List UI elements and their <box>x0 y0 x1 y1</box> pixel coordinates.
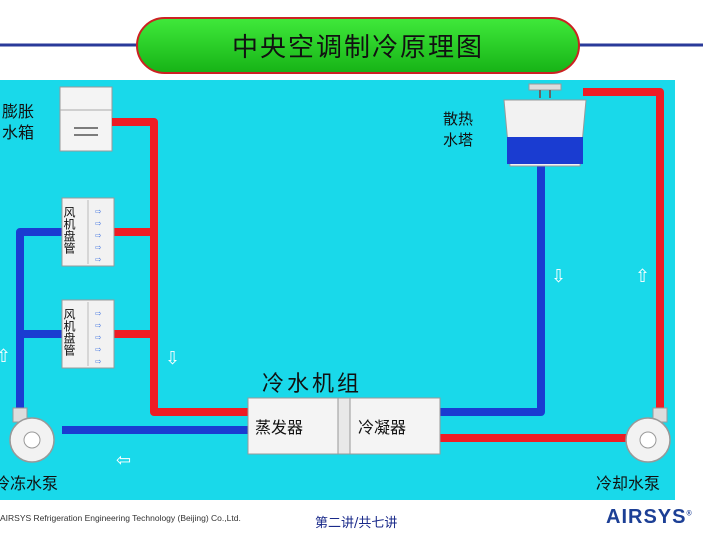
svg-text:⇨: ⇨ <box>95 219 102 228</box>
expansion-tank-label-2: 水箱 <box>2 123 34 142</box>
fan-coil-unit-1: ⇨ ⇨ ⇨ ⇨ ⇨ <box>61 197 115 267</box>
flow-arrow-down-left: ⇩ <box>165 348 180 369</box>
chiller-unit-label: 冷水机组 <box>262 372 362 397</box>
svg-text:⇨: ⇨ <box>95 357 102 366</box>
flow-arrow-up-tower: ⇧ <box>635 266 650 287</box>
evaporator-label: 蒸发器 <box>255 418 303 437</box>
flow-arrow-up-left: ⇧ <box>0 346 11 367</box>
flow-arrow-left-bottom: ⇦ <box>116 450 131 471</box>
page-indicator: 第二讲/共七讲 <box>315 516 398 531</box>
chilled-pump-label: 冷冻水泵 <box>0 474 58 493</box>
chiller-unit <box>247 397 441 455</box>
expansion-tank <box>59 86 113 152</box>
svg-text:⇨: ⇨ <box>95 309 102 318</box>
slide-title: 中央空调制冷原理图 <box>231 33 484 63</box>
svg-text:⇨: ⇨ <box>95 231 102 240</box>
airsys-logo: AIRSYS® <box>606 506 693 529</box>
fan-coil-unit-2: ⇨ ⇨ ⇨ ⇨ ⇨ <box>61 299 115 369</box>
cooling-tower <box>503 83 587 167</box>
svg-text:⇨: ⇨ <box>95 333 102 342</box>
cooling-water-pump <box>625 407 671 463</box>
supply-pipes <box>112 88 664 442</box>
svg-text:⇨: ⇨ <box>95 345 102 354</box>
svg-text:⇨: ⇨ <box>95 207 102 216</box>
cooling-tower-label-2: 水塔 <box>443 131 473 149</box>
condenser-label: 冷凝器 <box>358 418 406 437</box>
company-name: AIRSYS Refrigeration Engineering Technol… <box>0 513 241 523</box>
svg-text:⇨: ⇨ <box>95 321 102 330</box>
fan-coil-2-label: 风机盘管 <box>62 308 76 357</box>
expansion-tank-label-1: 膨胀 <box>2 102 34 121</box>
svg-text:⇨: ⇨ <box>95 255 102 264</box>
return-pipes <box>16 150 545 434</box>
svg-text:⇨: ⇨ <box>95 243 102 252</box>
chilled-water-pump <box>9 407 55 463</box>
cooling-pump-label: 冷却水泵 <box>596 474 660 493</box>
fan-coil-1-label: 风机盘管 <box>62 206 76 255</box>
flow-arrow-down-tower: ⇩ <box>551 266 566 287</box>
cooling-tower-label-1: 散热 <box>443 110 473 128</box>
logo-text: AIRSYS <box>606 506 687 528</box>
title-bar: 中央空调制冷原理图 <box>0 0 703 80</box>
logo-mark: ® <box>686 510 693 518</box>
title-banner: 中央空调制冷原理图 <box>136 17 580 74</box>
